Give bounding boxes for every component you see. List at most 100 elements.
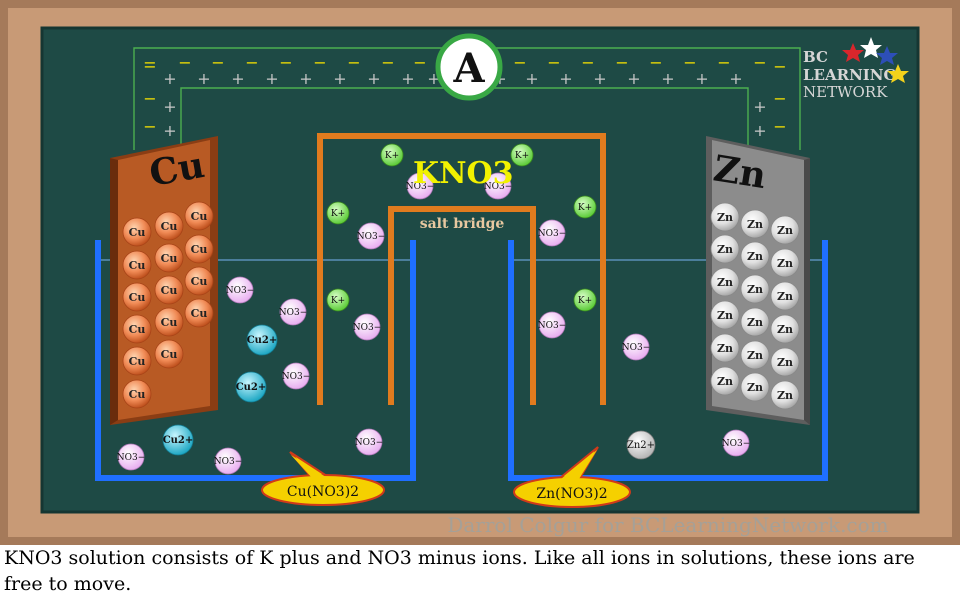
svg-text:Cu: Cu (161, 220, 178, 233)
svg-text:NO3−: NO3− (226, 286, 255, 296)
wire-plus-sign: + (265, 69, 278, 88)
wire-plus-sign: + (163, 69, 176, 88)
wire-minus-sign: − (143, 117, 156, 136)
svg-text:Cu: Cu (161, 348, 178, 361)
svg-text:NO3−: NO3− (484, 182, 513, 192)
svg-text:Cu: Cu (129, 291, 146, 304)
wire-minus-sign: − (753, 53, 766, 72)
salt-bridge (317, 133, 606, 405)
wire-minus-sign: − (717, 53, 730, 72)
zinc-atom: Zn (710, 300, 740, 330)
zinc-atom: Zn (740, 372, 770, 402)
svg-text:Zn: Zn (717, 342, 733, 355)
zinc-atom: Zn (740, 340, 770, 370)
copper-atom: Cu (122, 314, 152, 344)
copper-ion: Cu2+ (162, 424, 194, 456)
svg-text:Zn: Zn (747, 250, 763, 263)
copper-atom: Cu (184, 234, 214, 264)
svg-text:Cu: Cu (191, 307, 208, 320)
copper-atom: Cu (122, 250, 152, 280)
zinc-atom: Zn (770, 248, 800, 278)
solution-label-left-text: Cu(NO3)2 (287, 484, 359, 500)
nitrate-ion: NO3− (282, 362, 311, 390)
wire-plus-sign: + (695, 69, 708, 88)
svg-text:Cu: Cu (129, 355, 146, 368)
wire-minus-sign: − (773, 117, 786, 136)
zinc-atom: Zn (770, 380, 800, 410)
wire-plus-sign: + (367, 69, 380, 88)
svg-text:Zn: Zn (747, 316, 763, 329)
caption: KNO3 solution consists of K plus and NO3… (4, 547, 915, 595)
potassium-ion: K+ (573, 195, 597, 219)
zinc-atom: Zn (710, 202, 740, 232)
wire-plus-sign: + (163, 97, 176, 116)
svg-text:NO3−: NO3− (357, 232, 386, 242)
svg-text:LEARNING: LEARNING (803, 66, 896, 84)
svg-text:Zn2+: Zn2+ (627, 440, 655, 451)
wire-minus-sign: − (313, 53, 326, 72)
credit-watermark: Darrol Colgur for BCLearningNetwork.com (447, 513, 888, 537)
logo-star-yellow (887, 64, 909, 83)
svg-text:Cu: Cu (191, 275, 208, 288)
copper-atom: Cu (122, 282, 152, 312)
svg-text:Cu: Cu (129, 323, 146, 336)
wire-plus-sign: + (753, 121, 766, 140)
svg-text:K+: K+ (331, 209, 345, 219)
svg-text:Zn: Zn (747, 283, 763, 296)
copper-ion: Cu2+ (246, 324, 278, 356)
logo-star-white (860, 37, 882, 58)
wire-minus-sign: − (773, 89, 786, 108)
nitrate-ion: NO3− (406, 172, 435, 200)
nitrate-ion: NO3− (117, 443, 146, 471)
wire-minus-sign: − (615, 53, 628, 72)
copper-atom: Cu (154, 243, 184, 273)
potassium-ion: K+ (510, 143, 534, 167)
svg-text:NO3−: NO3− (406, 182, 435, 192)
wire-minus-sign: − (245, 53, 258, 72)
svg-text:Cu2+: Cu2+ (163, 435, 194, 446)
nitrate-ion: NO3− (622, 333, 650, 361)
svg-text:Cu: Cu (129, 226, 146, 239)
zinc-atom: Zn (740, 307, 770, 337)
zinc-atom: Zn (770, 314, 800, 344)
wire-minus-sign: − (649, 53, 662, 72)
wire-plus-sign: + (401, 69, 414, 88)
svg-text:NO3−: NO3− (355, 438, 384, 448)
zinc-atom: Zn (770, 215, 800, 245)
svg-text:Zn: Zn (777, 356, 793, 369)
svg-text:Zn: Zn (777, 224, 793, 237)
svg-text:NO3−: NO3− (279, 308, 308, 318)
copper-atom: Cu (154, 307, 184, 337)
wire-plus-sign: + (299, 69, 312, 88)
svg-text:Cu: Cu (161, 316, 178, 329)
svg-text:NO3−: NO3− (722, 439, 751, 449)
copper-atom: Cu (154, 339, 184, 369)
wire-plus-sign: + (627, 69, 640, 88)
solution-label-right: Zn(NO3)2 (513, 446, 631, 508)
wire-minus-sign: − (581, 53, 594, 72)
wire-minus-sign: − (773, 57, 786, 76)
svg-text:Zn: Zn (747, 381, 763, 394)
nitrate-ion: NO3− (357, 222, 386, 250)
wire-minus-sign: − (279, 53, 292, 72)
copper-electrode-label: Cu (146, 144, 207, 195)
svg-text:K+: K+ (331, 296, 345, 306)
nitrate-ion: NO3− (722, 429, 751, 457)
svg-text:NO3−: NO3− (117, 453, 146, 463)
svg-text:Cu2+: Cu2+ (247, 335, 278, 346)
nitrate-ion: NO3− (214, 447, 242, 475)
svg-text:Cu: Cu (129, 259, 146, 272)
copper-atom: Cu (184, 298, 214, 328)
zinc-atom: Zn (770, 281, 800, 311)
svg-text:Cu: Cu (191, 210, 208, 223)
potassium-ion: K+ (573, 288, 597, 312)
wire-plus-sign: + (197, 69, 210, 88)
ammeter-label: A (452, 45, 485, 92)
svg-text:NO3−: NO3− (282, 372, 311, 382)
zinc-atom: Zn (710, 333, 740, 363)
wire-plus-sign: + (231, 69, 244, 88)
nitrate-ion: NO3− (279, 298, 308, 326)
logo-star-red (842, 43, 864, 62)
